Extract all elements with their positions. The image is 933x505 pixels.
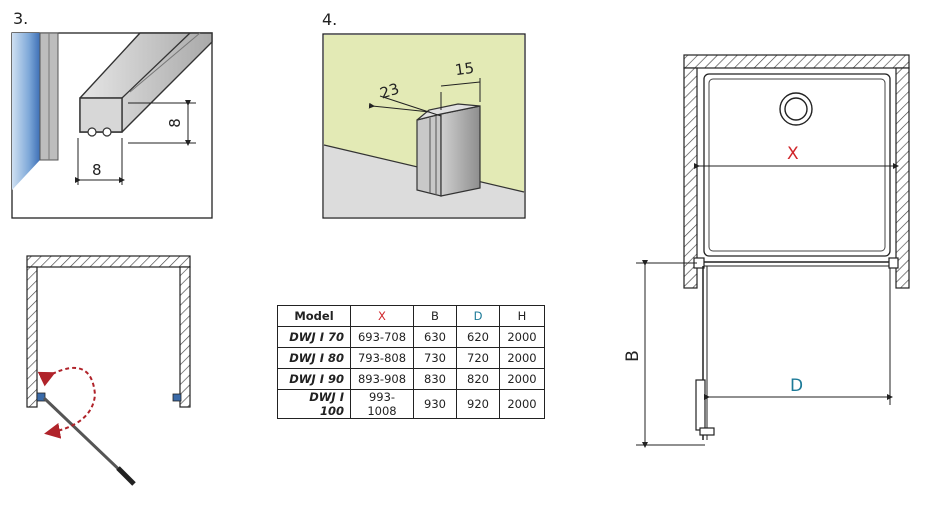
table-cell: 2000: [499, 389, 545, 419]
x-dimension-label: X: [787, 144, 799, 164]
table-cell: 930: [413, 389, 457, 419]
table-cell: DWJ I 70: [277, 326, 351, 348]
panel-label-3: 3.: [13, 9, 29, 28]
wall-bracket: [440, 105, 481, 197]
table-header: H: [499, 305, 545, 327]
table-header: X: [350, 305, 414, 327]
wall-bracket-panel: [322, 33, 526, 219]
bracket-width-label: 15: [453, 58, 476, 80]
panel-label-4: 4.: [322, 10, 338, 29]
table-cell: DWJ I 90: [277, 368, 351, 390]
table-header: B: [413, 305, 457, 327]
table-cell: 620: [456, 326, 500, 348]
table-cell: 993-1008: [350, 389, 414, 419]
table-header: D: [456, 305, 500, 327]
table-row: DWJ I 80 793-808 730 720 2000: [277, 347, 545, 369]
glass-pane: [12, 33, 40, 190]
table-row: DWJ I 70 693-708 630 620 2000: [277, 326, 545, 348]
table-cell: 793-808: [350, 347, 414, 369]
door-opening-plan: [26, 255, 191, 486]
table-cell: 2000: [499, 326, 545, 348]
profile-height-label: 8: [165, 118, 184, 128]
table-cell: 693-708: [350, 326, 414, 348]
table-cell: DWJ I 80: [277, 347, 351, 369]
table-cell: 2000: [499, 368, 545, 390]
d-dimension-label: D: [790, 376, 804, 396]
dimensions-table: Model X B D H DWJ I 70 693-708 630 620 2…: [277, 305, 545, 419]
table-cell: 720: [456, 347, 500, 369]
table-cell: 2000: [499, 347, 545, 369]
swing-arrow: [37, 366, 97, 439]
table-cell: DWJ I 100: [277, 389, 351, 419]
profile-detail-panel: [11, 32, 213, 219]
b-dimension-label: B: [622, 350, 643, 362]
table-cell: 730: [413, 347, 457, 369]
table-cell: 830: [413, 368, 457, 390]
table-row: DWJ I 90 893-908 830 820 2000: [277, 368, 545, 390]
table-header-row: Model X B D H: [277, 305, 545, 327]
table-cell: 630: [413, 326, 457, 348]
table-cell: 893-908: [350, 368, 414, 390]
table-header: Model: [277, 305, 351, 327]
profile-width-label: 8: [92, 161, 102, 179]
table-row: DWJ I 100 993-1008 930 920 2000: [277, 389, 545, 419]
table-cell: 920: [456, 389, 500, 419]
top-view-plan: [636, 54, 910, 448]
table-cell: 820: [456, 368, 500, 390]
door-panel: [42, 396, 132, 482]
